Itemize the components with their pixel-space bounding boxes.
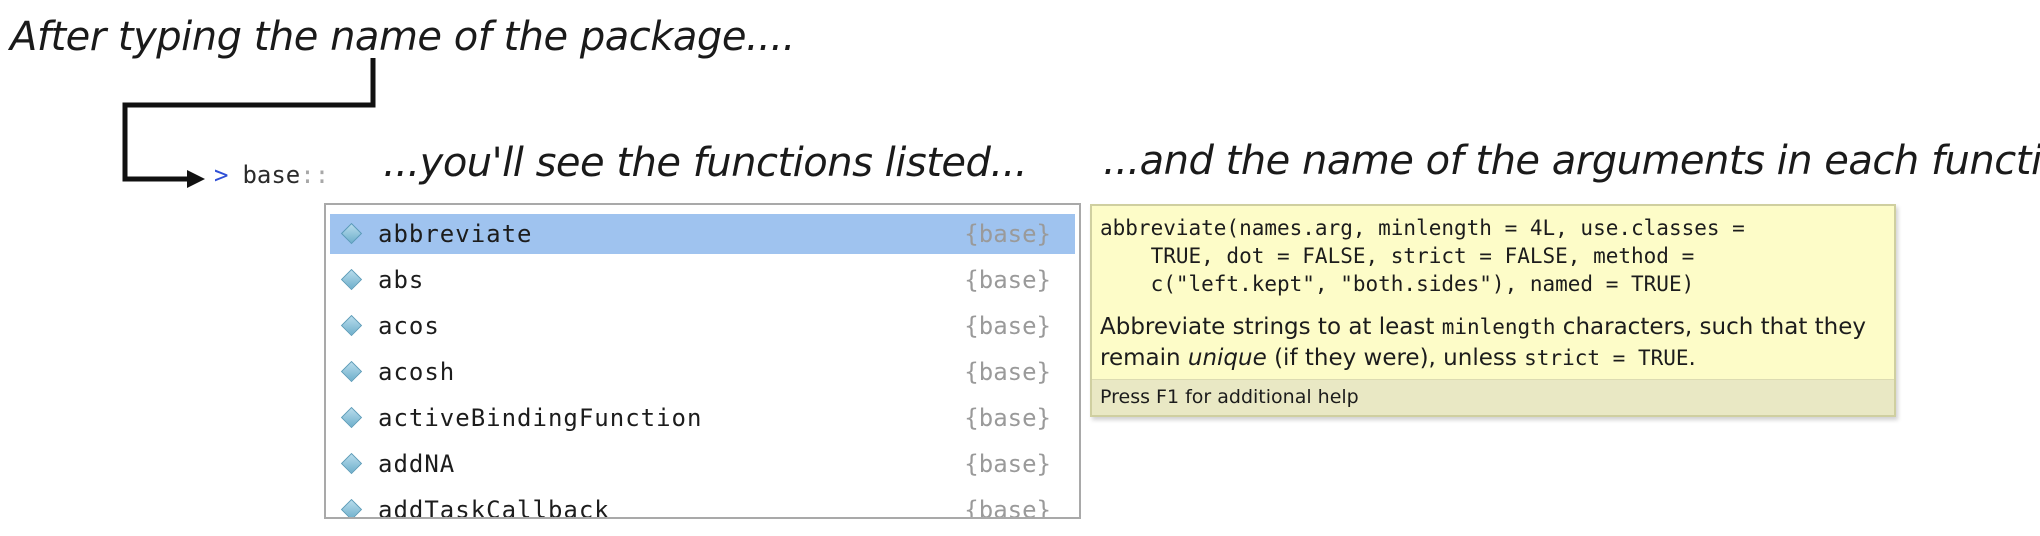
completion-item-name: activeBindingFunction [378,404,703,432]
function-diamond-icon [340,268,363,291]
signature-line: c("left.kept", "both.sides"), named = TR… [1100,272,1695,296]
help-footer: Press F1 for additional help [1092,379,1894,415]
function-diamond-icon [340,498,363,517]
caption-step-2: ...you'll see the functions listed... [383,140,1028,186]
help-tooltip: abbreviate(names.arg, minlength = 4L, us… [1090,204,1896,417]
completion-item-name: acos [378,312,440,340]
function-signature: abbreviate(names.arg, minlength = 4L, us… [1100,214,1880,298]
description-text: Abbreviate strings to at least [1100,314,1442,340]
signature-line: abbreviate(names.arg, minlength = 4L, us… [1100,216,1745,240]
completion-item[interactable]: acos {base} [330,306,1075,346]
function-diamond-icon [340,314,363,337]
completion-item-package: {base} [964,312,1051,340]
caption-step-3: ...and the name of the arguments in each… [1103,138,2040,184]
description-emphasis: unique [1187,345,1267,371]
completion-item[interactable]: acosh {base} [330,352,1075,392]
signature-line: TRUE, dot = FALSE, strict = FALSE, metho… [1100,244,1695,268]
package-name: base [242,161,301,189]
completion-item[interactable]: abbreviate {base} [330,214,1075,254]
completion-item-package: {base} [964,404,1051,432]
console-prompt: > [214,161,229,189]
description-text: (if they were), unless [1266,345,1525,371]
completion-item-package: {base} [964,220,1051,248]
description-text: . [1688,345,1696,371]
completion-item-name: abbreviate [378,220,533,248]
completion-item-name: abs [378,266,425,294]
completion-item-package: {base} [964,266,1051,294]
caption-step-1: After typing the name of the package.... [10,14,795,60]
completion-item-name: addNA [378,450,456,478]
function-description: Abbreviate strings to at least minlength… [1100,312,1880,374]
namespace-separator: :: [300,161,330,189]
function-diamond-icon [340,406,363,429]
function-diamond-icon [340,360,363,383]
completion-popup[interactable]: abbreviate {base} abs {base} acos {base}… [324,203,1081,519]
description-code: strict = TRUE [1524,346,1689,370]
completion-item-package: {base} [964,450,1051,478]
function-diamond-icon [340,222,363,245]
console-input[interactable]: > base:: [214,161,329,189]
completion-item-name: addTaskCallback [378,496,610,519]
description-text: characters, such that they remain [1100,314,1867,371]
completion-item[interactable]: addNA {base} [330,444,1075,484]
completion-item-package: {base} [964,496,1051,519]
description-code: minlength [1441,315,1556,339]
completion-item[interactable]: activeBindingFunction {base} [330,398,1075,438]
function-diamond-icon [340,452,363,475]
completion-item-name: acosh [378,358,456,386]
completion-item[interactable]: abs {base} [330,260,1075,300]
completion-item-package: {base} [964,358,1051,386]
completion-item[interactable]: addTaskCallback {base} [330,490,1075,519]
